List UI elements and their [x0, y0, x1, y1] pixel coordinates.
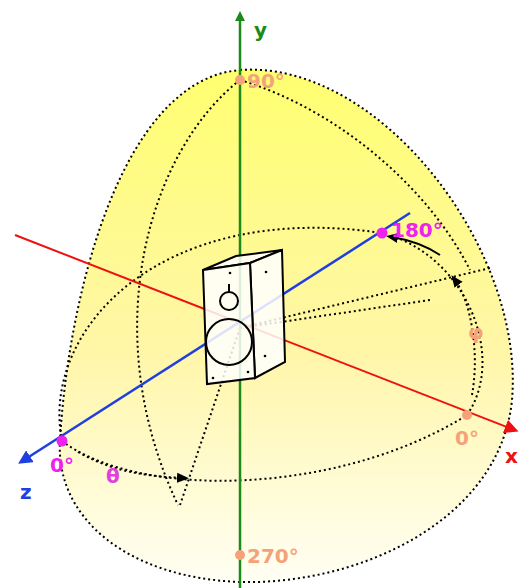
- angle-label: θ: [106, 466, 120, 486]
- point-270: [235, 550, 245, 560]
- axis-label: z: [20, 482, 32, 502]
- x-axis: [15, 235, 512, 429]
- point-180: [377, 228, 388, 239]
- z-axis: [24, 213, 410, 460]
- point-z0: [57, 436, 68, 447]
- theta-arrow: [78, 452, 183, 478]
- point-x0: [462, 410, 472, 420]
- point-90: [235, 75, 245, 85]
- axis-label: y: [254, 20, 267, 40]
- angle-label: φ: [468, 322, 484, 342]
- angle-label: 0°: [455, 428, 479, 448]
- angle-label: 270°: [247, 546, 299, 566]
- speaker-screws: [212, 271, 268, 380]
- angle-label: 0°: [50, 455, 74, 475]
- radiation-surface: [60, 70, 513, 582]
- loudspeaker: [203, 250, 285, 384]
- grid-curves: [59, 80, 490, 505]
- axis-label: x: [505, 446, 518, 466]
- angle-label: 90°: [247, 71, 285, 91]
- angle-label: 180°: [391, 220, 443, 240]
